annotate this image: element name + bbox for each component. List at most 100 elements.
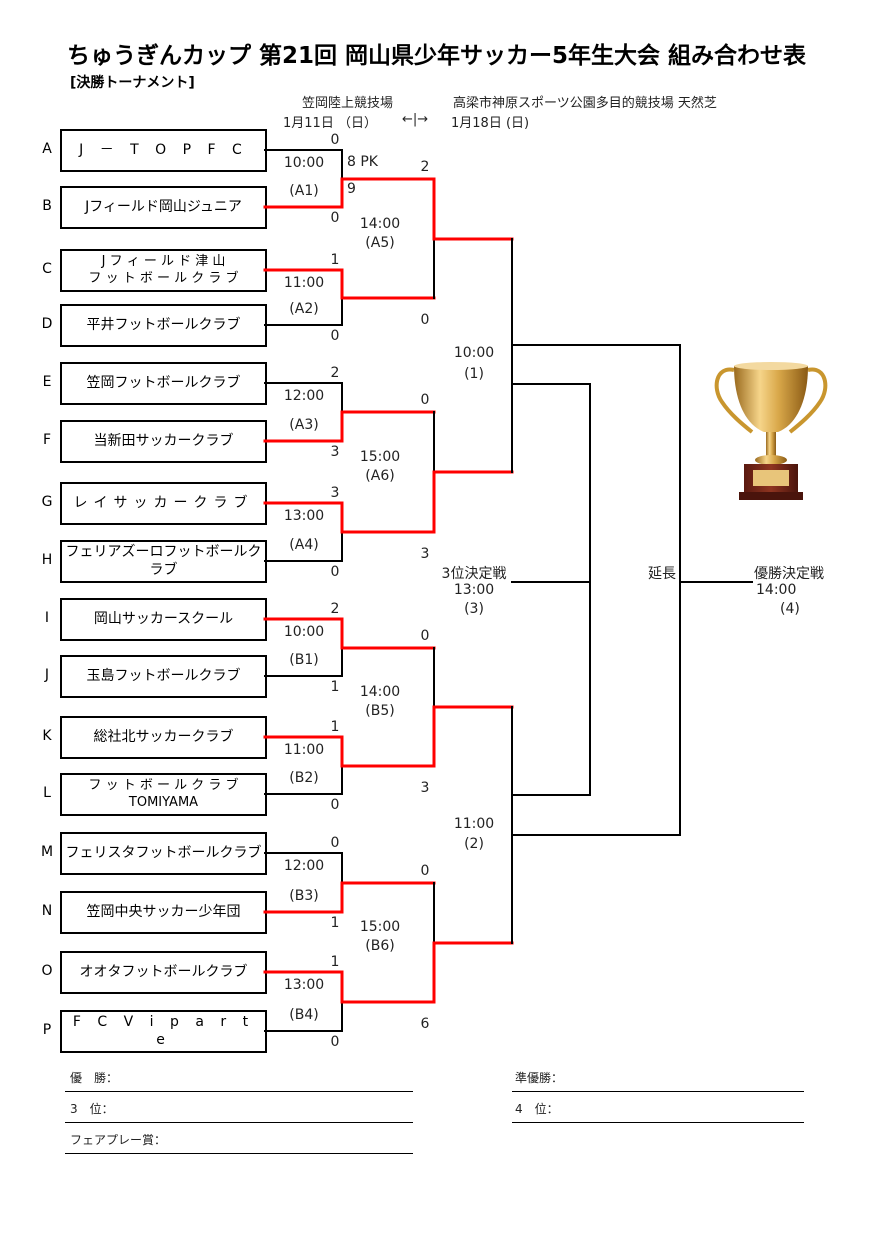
match-time: 14:00	[359, 216, 401, 232]
score-bottom: 0	[330, 328, 340, 344]
team-name: J － T O P F C	[79, 141, 248, 158]
score-bottom: 6	[420, 1016, 430, 1032]
score-top: 0	[420, 863, 430, 879]
score-top: 0	[420, 628, 430, 644]
team-name: 総社北サッカークラブ	[93, 728, 234, 745]
team-name: Jフィールド岡山ジュニア	[85, 198, 242, 215]
match-time: 10:00	[283, 624, 325, 640]
match-time: 12:00	[283, 388, 325, 404]
match-id: (B2)	[289, 770, 319, 786]
match-time: 11:00	[283, 742, 325, 758]
score-top: 0	[420, 392, 430, 408]
team-name: J フ ィ ー ル ド 津 山	[101, 254, 226, 270]
date-day1: 1月11日 （日）	[283, 116, 377, 131]
match-time: 14:00	[359, 684, 401, 700]
date-day2: 1月18日 (日)	[451, 116, 530, 131]
fourth-place-line	[512, 1122, 804, 1123]
match-id: (B3)	[289, 888, 319, 904]
team-seed-letter: I	[44, 610, 50, 626]
team-name: フェリアズーロフットボールクラブ	[65, 544, 262, 578]
final-label: 優勝決定戦	[754, 566, 824, 582]
team-seed-letter: L	[43, 785, 51, 801]
match-time: 13:00	[283, 977, 325, 993]
fair-play-label: フェアプレー賞：	[70, 1133, 167, 1147]
third-place-label: 3 位：	[70, 1102, 114, 1116]
runner-up-label: 準優勝：	[515, 1071, 564, 1085]
match-time: 11:00	[283, 275, 325, 291]
score-top: 2	[420, 159, 430, 175]
champion-label: 優 勝：	[70, 1071, 119, 1085]
pk-score-top: 8 PK	[347, 154, 378, 170]
team-seed-letter: C	[42, 261, 52, 277]
page-title: ちゅうぎんカップ 第21回 岡山県少年サッカー5年生大会 組み合わせ表	[66, 43, 807, 69]
score-top: 1	[330, 719, 340, 735]
score-bottom: 0	[330, 564, 340, 580]
fourth-place-label: 4 位：	[515, 1102, 559, 1116]
team-name: オオタフットボールクラブ	[79, 963, 248, 980]
match-id: (3)	[464, 601, 484, 617]
team-seed-letter: O	[41, 963, 53, 979]
match-id: (A5)	[365, 235, 395, 251]
match-time: 14:00	[756, 582, 797, 598]
runner-up-line	[512, 1091, 804, 1092]
score-top: 1	[330, 252, 340, 268]
team-name: F C V i p a r t e	[72, 1014, 255, 1048]
venue-day2: 高梁市神原スポーツ公園多目的競技場 天然芝	[453, 96, 717, 111]
score-bottom: 3	[420, 546, 430, 562]
match-time: 15:00	[359, 919, 401, 935]
pk-score-bottom: 9	[347, 181, 356, 197]
match-time: 10:00	[283, 155, 325, 171]
score-top: 0	[330, 132, 340, 148]
team-seed-letter: G	[41, 494, 53, 510]
team-name: 笠岡中央サッカー少年団	[86, 903, 241, 920]
team-name-line2: TOMIYAMA	[128, 794, 199, 810]
score-bottom: 1	[330, 915, 340, 931]
team-seed-letter: J	[44, 667, 50, 683]
extra-time-label: 延長	[648, 566, 676, 582]
section-subtitle: [決勝トーナメント]	[70, 75, 195, 91]
score-top: 1	[330, 954, 340, 970]
score-bottom: 0	[420, 312, 430, 328]
match-id: (B4)	[289, 1007, 319, 1023]
match-id: (A6)	[365, 468, 395, 484]
team-name: 岡山サッカースクール	[93, 610, 234, 627]
team-seed-letter: K	[42, 728, 52, 744]
team-seed-letter: E	[42, 374, 52, 390]
match-id: (B6)	[365, 938, 395, 954]
score-top: 3	[330, 485, 340, 501]
champion-line	[65, 1091, 413, 1092]
match-id: (B5)	[365, 703, 395, 719]
match-id: (B1)	[289, 652, 319, 668]
score-top: 2	[330, 365, 340, 381]
score-bottom: 0	[330, 210, 340, 226]
team-name: 玉島フットボールクラブ	[86, 667, 241, 684]
team-name-line2: フ ッ ト ボ ー ル ク ラ ブ	[88, 270, 239, 286]
match-time: 13:00	[453, 582, 495, 598]
fair-play-line	[65, 1153, 413, 1154]
team-name: フェリスタフットボールクラブ	[65, 844, 262, 861]
score-bottom: 3	[330, 444, 340, 460]
team-name: 笠岡フットボールクラブ	[86, 374, 241, 391]
match-time: 15:00	[359, 449, 401, 465]
match-id: (2)	[464, 836, 484, 852]
team-seed-letter: N	[41, 903, 53, 919]
match-time: 13:00	[283, 508, 325, 524]
score-top: 2	[330, 601, 340, 617]
match-time: 10:00	[453, 345, 495, 361]
team-name: 平井フットボールクラブ	[86, 316, 241, 333]
match-id: (A4)	[289, 537, 319, 553]
score-top: 0	[330, 835, 340, 851]
team-seed-letter: M	[40, 844, 54, 860]
match-time: 12:00	[283, 858, 325, 874]
team-seed-letter: D	[41, 316, 53, 332]
team-name: 当新田サッカークラブ	[93, 432, 234, 449]
team-seed-letter: A	[42, 141, 52, 157]
score-bottom: 3	[420, 780, 430, 796]
score-bottom: 1	[330, 679, 340, 695]
match-time: 11:00	[453, 816, 495, 832]
match-id: (4)	[780, 601, 800, 617]
team-name: レイサッカークラブ	[73, 494, 254, 511]
third-place-line	[65, 1122, 413, 1123]
score-bottom: 0	[330, 1034, 340, 1050]
